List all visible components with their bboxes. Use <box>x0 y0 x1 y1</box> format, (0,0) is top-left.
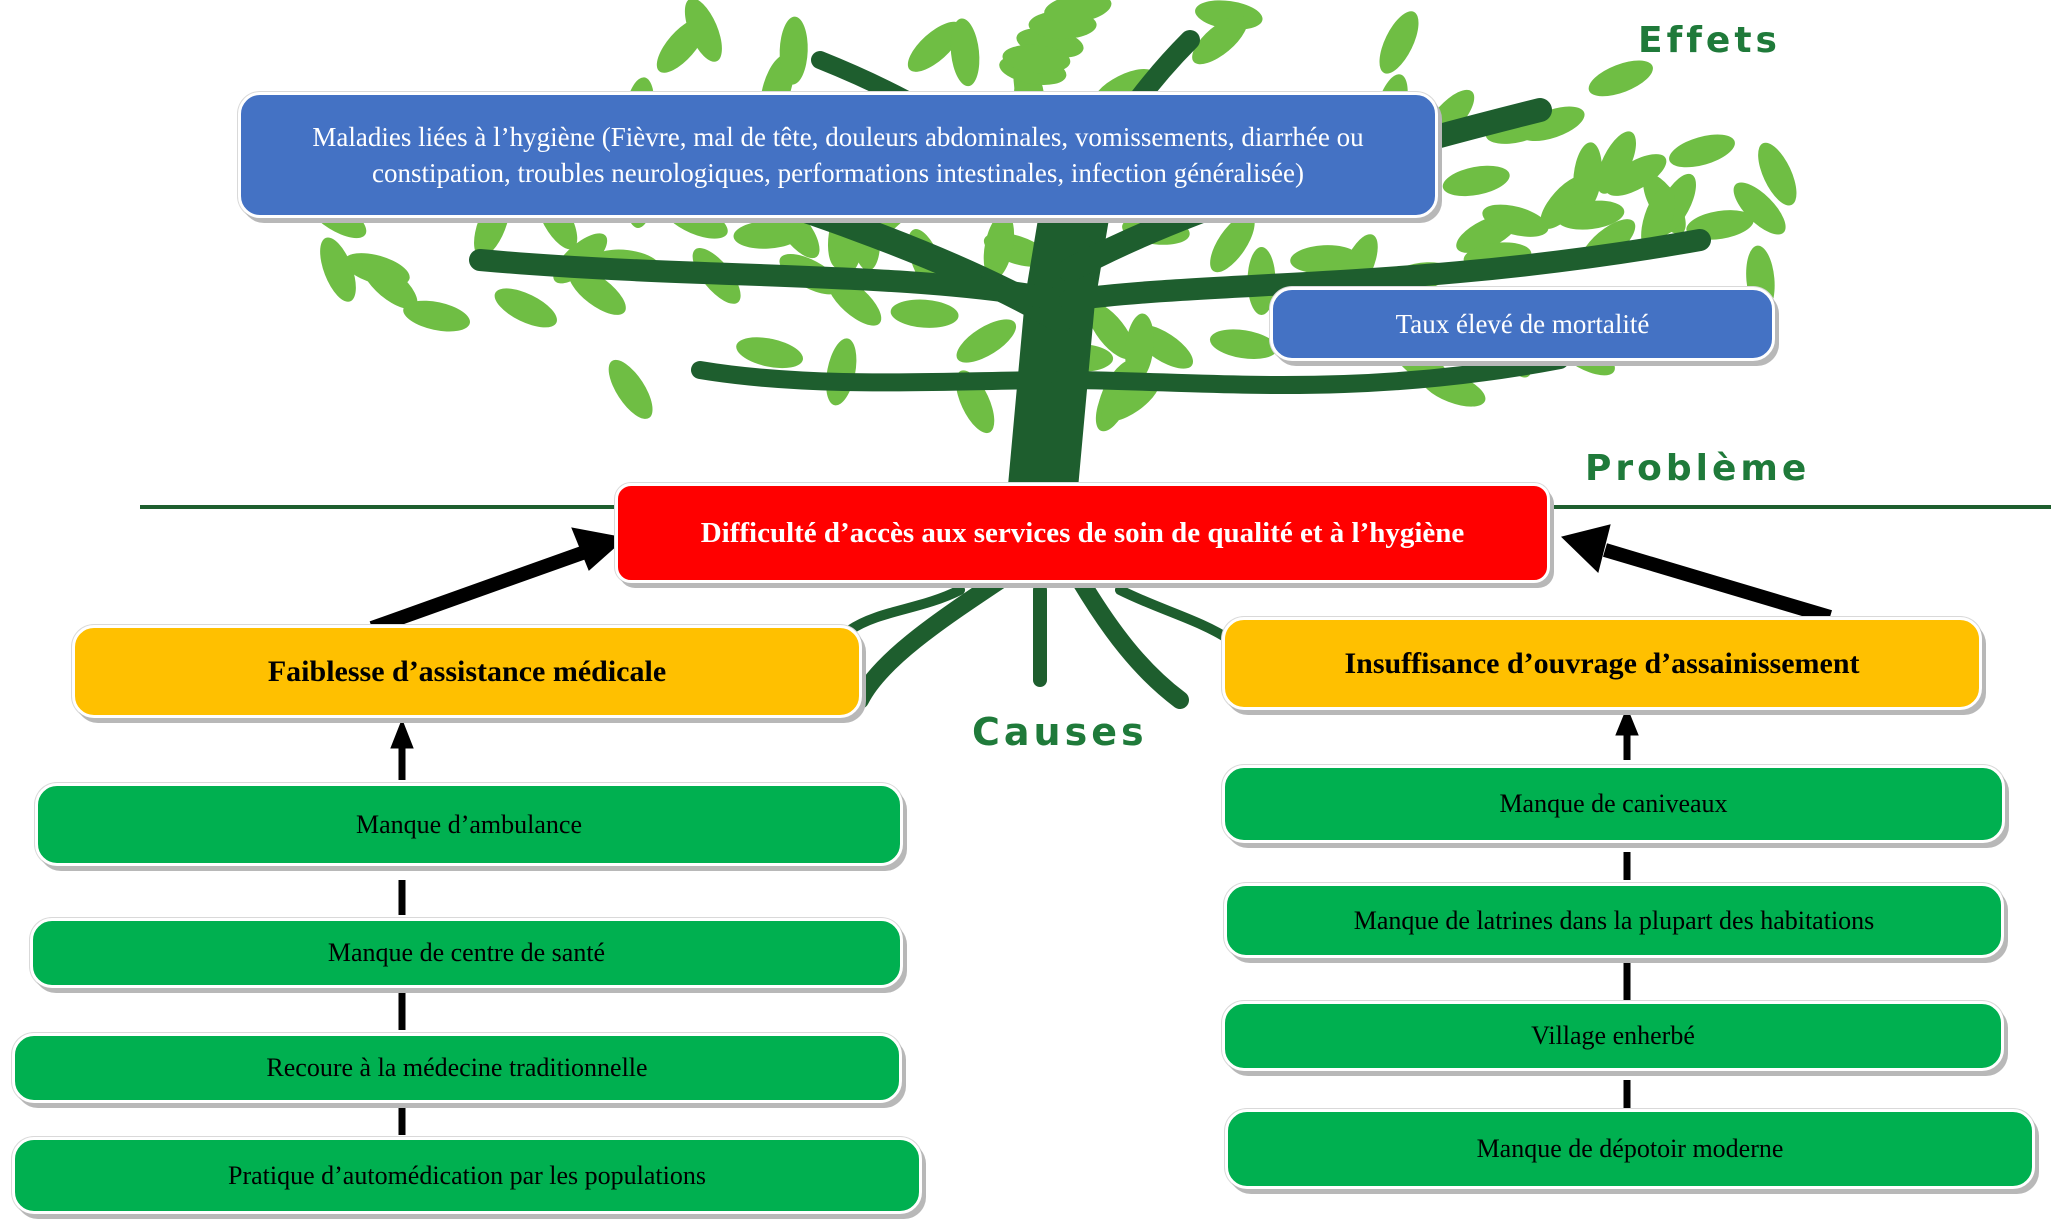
leaf <box>1087 302 1135 360</box>
leaf <box>1044 0 1112 24</box>
cause-item-text: Manque de caniveaux <box>1499 789 1728 818</box>
effect-mortality-text: Taux élevé de mortalité <box>1395 309 1650 339</box>
effect-diseases-box: Maladies liées à l’hygiène (Fièvre, mal … <box>238 92 1438 218</box>
leaf <box>494 288 557 328</box>
cause-item-left-3: Recoure à la médecine traditionnelle <box>12 1033 902 1103</box>
leaf <box>403 300 470 332</box>
label-causes: Causes <box>972 710 1148 754</box>
leaf <box>1482 204 1549 237</box>
cause-item-text: Pratique d’automédication par les popula… <box>228 1160 706 1190</box>
problem-text: Difficulté d’accès aux services de soin … <box>700 516 1465 549</box>
arrows <box>369 524 1832 780</box>
leaf <box>907 21 962 72</box>
leaf <box>684 0 722 62</box>
leaf <box>1442 165 1510 197</box>
cause-item-text: Manque de dépotoir moderne <box>1476 1134 1784 1163</box>
leaf <box>1669 134 1735 168</box>
leaf <box>956 319 1017 363</box>
arrow-head-left <box>571 527 627 571</box>
arrow-head-right <box>1561 524 1611 573</box>
cause-title-right: Insuffisance d’ouvrage d’assainissement <box>1222 617 1982 710</box>
leaf <box>1125 313 1154 382</box>
leaf <box>1210 213 1255 273</box>
leaf <box>1002 44 1071 74</box>
leaf <box>1596 131 1637 194</box>
cause-item-left-1: Manque d’ambulance <box>35 783 903 866</box>
cause-item-left-4: Pratique d’automédication par les popula… <box>12 1137 922 1214</box>
leaf <box>1209 329 1278 360</box>
leaf <box>736 337 803 369</box>
cause-item-text: Manque d’ambulance <box>356 809 582 839</box>
cause-title-left-text: Faiblesse d’assistance médicale <box>267 654 667 688</box>
leaf <box>608 359 653 419</box>
cause-item-text: Village enherbé <box>1531 1021 1695 1050</box>
leaf <box>1573 142 1602 211</box>
cause-item-right-3: Village enherbé <box>1222 1001 2004 1071</box>
leaf <box>1192 15 1248 65</box>
tree-roots <box>845 571 1235 709</box>
leaf <box>1556 200 1625 230</box>
cause-item-text: Manque de latrines dans la plupart des h… <box>1353 905 1875 935</box>
effect-diseases-text: Maladies liées à l’hygiène (Fièvre, mal … <box>312 122 1364 188</box>
leaf <box>983 212 1015 280</box>
cause-item-right-1: Manque de caniveaux <box>1222 765 2005 843</box>
cause-item-left-2: Manque de centre de santé <box>30 918 903 988</box>
cause-item-text: Recoure à la médecine traditionnelle <box>266 1053 648 1082</box>
cause-title-right-text: Insuffisance d’ouvrage d’assainissement <box>1344 646 1860 680</box>
cause-title-left: Faiblesse d’assistance médicale <box>72 625 862 718</box>
label-probleme: Problème <box>1585 448 1811 489</box>
leaf <box>950 18 980 87</box>
leaf <box>1641 186 1676 252</box>
leaf <box>826 338 857 406</box>
leaf <box>779 16 808 85</box>
leaf <box>1519 106 1585 142</box>
leaf <box>1758 142 1797 206</box>
cause-item-right-2: Manque de latrines dans la plupart des h… <box>1224 883 2004 958</box>
leaf <box>1605 154 1667 196</box>
connector-lines <box>398 852 1631 1135</box>
effect-mortality-box: Taux élevé de mortalité <box>1270 287 1775 361</box>
label-effets: Effets <box>1638 20 1781 61</box>
problem-box: Difficulté d’accès aux services de soin … <box>615 483 1550 583</box>
arrow-head-small-right <box>1615 706 1639 736</box>
leaf <box>890 299 959 328</box>
cause-item-text: Manque de centre de santé <box>327 938 606 967</box>
leaf <box>1290 245 1359 274</box>
leaf <box>1733 182 1786 235</box>
leaf <box>568 268 626 315</box>
leaf <box>733 220 802 249</box>
leaf <box>362 260 418 309</box>
leaf <box>320 237 356 302</box>
leaf <box>1379 11 1419 74</box>
cause-item-right-4: Manque de dépotoir moderne <box>1225 1109 2035 1189</box>
arrow-head-small-left <box>390 718 414 749</box>
leaf <box>1588 60 1653 97</box>
